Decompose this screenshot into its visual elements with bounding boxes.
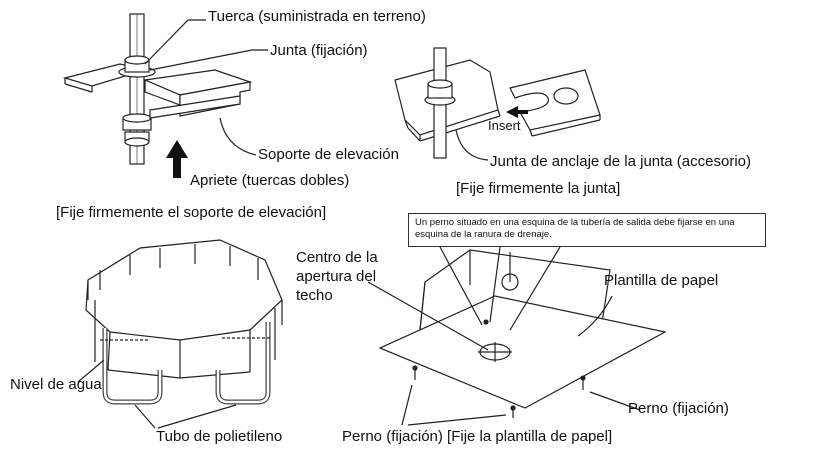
paper-template-drawing (378, 249, 667, 418)
washer-label: Junta (fijación) (270, 42, 368, 59)
fix-hanger-label: [Fije firmemente el soporte de elevación… (56, 204, 327, 221)
ceiling-center-label: Centro de la apertura del techo (296, 249, 378, 304)
bolt-fixing-template-label: Perno (fijación) [Fije la plantilla de p… (342, 428, 613, 445)
water-level-label: Nivel de agua (10, 376, 102, 393)
tighten-label: Apriete (tuercas dobles) (190, 172, 350, 189)
unit-level-drawing (85, 239, 283, 405)
bolt-fixing-label: Perno (fijación) (628, 400, 729, 417)
hanger-bracket-drawing (62, 13, 253, 165)
insert-arrow-icon (506, 106, 528, 118)
fix-washer-label: [Fije firmemente la junta] (456, 180, 621, 197)
hanger-label: Soporte de elevación (258, 146, 399, 163)
nut-label: Tuerca (suministrada en terreno) (208, 8, 426, 25)
washer-holder-drawing (394, 47, 601, 159)
poly-tube-label: Tubo de polietileno (156, 428, 283, 445)
bolt-note-box: Un perno situado en una esquina de la tu… (408, 213, 766, 247)
paper-template-label: Plantilla de papel (604, 272, 719, 289)
tighten-arrow-icon (166, 140, 188, 178)
washer-holder-label: Junta de anclaje de la junta (accesorio) (490, 153, 751, 170)
insert-label: Insert (488, 118, 521, 133)
bolt-note-text: Un perno situado en una esquina de la tu… (415, 217, 735, 240)
